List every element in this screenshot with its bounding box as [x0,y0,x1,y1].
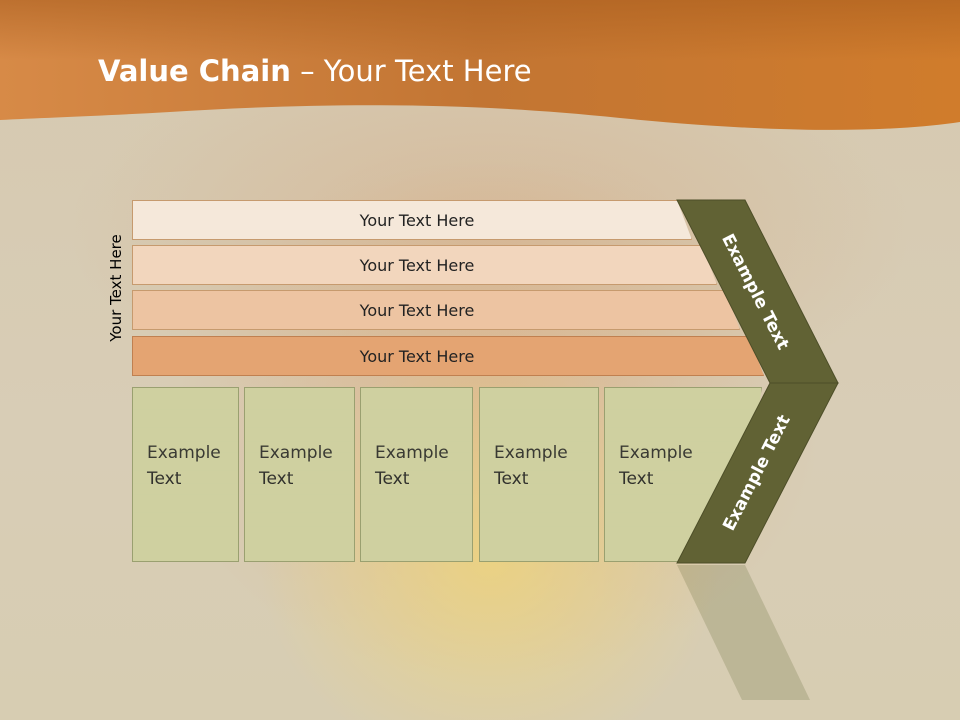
reflection [132,388,852,563]
band-1-label: Your Text Here [359,210,475,230]
reflection-box [360,388,473,563]
activity-box-5-line1: Example [619,440,761,466]
reflection-box [604,388,762,563]
band-4-label: Your Text Here [359,346,475,366]
band-2-label: Your Text Here [359,255,475,275]
activity-box-2-line2: Text [259,466,354,492]
activity-box-1-line1: Example [147,440,238,466]
activity-box-4-line2: Text [494,466,598,492]
reflection-box [244,388,355,563]
title-banner [0,0,960,130]
title-rest: – Your Text Here [290,54,532,88]
band-4[interactable]: Your Text Here [132,336,764,376]
vertical-label: Your Text Here [107,234,125,342]
reflection-box [479,388,599,563]
reflection-box [132,388,239,563]
band-3-label: Your Text Here [359,300,475,320]
band-2[interactable]: Your Text Here [132,245,717,285]
activity-box-4-line1: Example [494,440,598,466]
activity-box-3-line1: Example [375,440,472,466]
activity-box-3[interactable]: Example Text [360,387,473,562]
band-1[interactable]: Your Text Here [132,200,692,240]
activity-box-5-line2: Text [619,466,761,492]
activity-box-1-line2: Text [147,466,238,492]
activity-box-3-line2: Text [375,466,472,492]
activity-box-4[interactable]: Example Text [479,387,599,562]
slide-title: Value Chain – Your Text Here [98,54,532,88]
activity-box-1[interactable]: Example Text [132,387,239,562]
title-bold: Value Chain [98,54,291,88]
activity-box-2[interactable]: Example Text [244,387,355,562]
activity-box-2-line1: Example [259,440,354,466]
band-3[interactable]: Your Text Here [132,290,740,330]
